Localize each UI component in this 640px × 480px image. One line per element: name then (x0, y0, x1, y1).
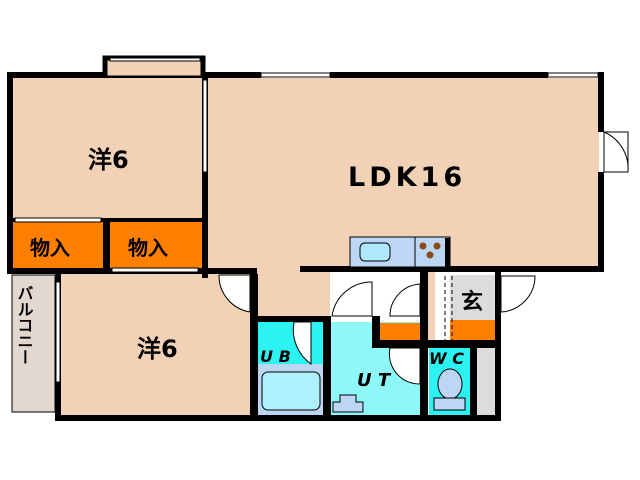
hall-floor (250, 268, 330, 320)
sink-icon (359, 242, 391, 262)
bath-upper (258, 322, 323, 364)
utility-shelf (379, 323, 421, 341)
bedroom-north-floor (13, 78, 203, 220)
entrance-inner-door (389, 283, 421, 317)
ldk-label: LDK16 (348, 162, 466, 193)
closet-right-label: 物入 (128, 236, 168, 260)
closet-left-label: 物入 (30, 236, 70, 260)
windows (14, 57, 599, 383)
bedroom-south-door (218, 274, 251, 313)
doors (218, 131, 629, 385)
front-door (500, 275, 536, 313)
bedroom-south-floor (60, 274, 250, 415)
utility-door (331, 281, 373, 317)
stove-burner-icon (426, 251, 434, 259)
bathtub-icon (261, 371, 321, 411)
stove-burner-icon (419, 242, 427, 250)
balcony-label: バルコニー (15, 285, 34, 365)
toilet-icon (437, 368, 463, 400)
closet-right (110, 222, 202, 268)
utility-label: U T (357, 370, 392, 391)
closet-left (13, 222, 103, 268)
bath-label: U B (260, 347, 291, 366)
kitchen-counter (349, 236, 451, 268)
bedroom-south-label: 洋6 (137, 335, 178, 363)
entrance-label: 玄 (461, 289, 483, 315)
entrance-shelf (450, 320, 495, 340)
toilet-door (388, 347, 421, 385)
storage-strip (477, 348, 495, 415)
bath-door (292, 321, 312, 365)
toilet-tank-icon (433, 397, 466, 411)
bedroom-north-label: 洋6 (88, 146, 129, 174)
washbasin-icon (332, 394, 364, 413)
stove-burner-icon (433, 242, 441, 250)
toilet-label: W C (429, 349, 464, 368)
